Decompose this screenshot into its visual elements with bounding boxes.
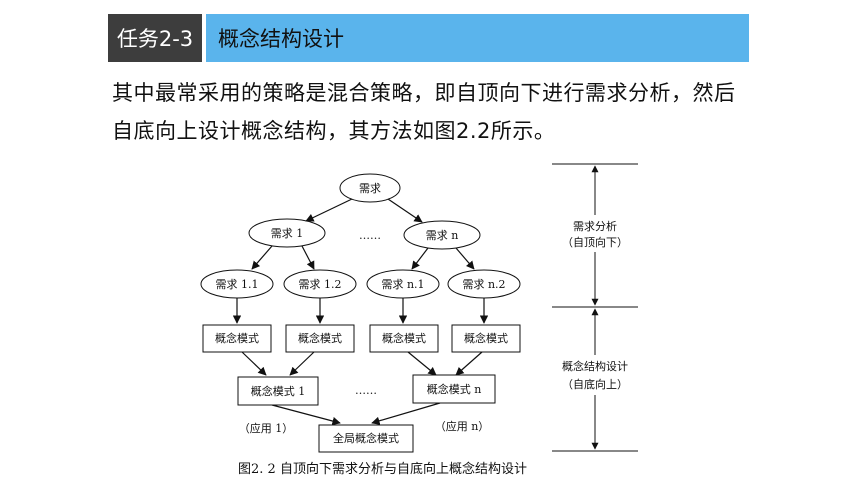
ellipsis-mid: …… xyxy=(355,384,377,397)
node-schema-n-label: 概念模式 n xyxy=(427,382,482,396)
node-schema-n-1-label: 概念模式 xyxy=(382,331,426,345)
node-schema-1 xyxy=(237,376,319,406)
node-requirement-1-2-label: 需求 1.2 xyxy=(299,278,342,291)
node-schema-1-1 xyxy=(202,324,272,353)
node-requirement-1-label: 需求 1 xyxy=(271,227,304,240)
node-schema-n xyxy=(412,374,496,404)
section-title: 概念结构设计 xyxy=(206,14,749,62)
node-global-schema xyxy=(318,424,414,453)
side-bottom-title: 概念结构设计 xyxy=(562,359,628,373)
node-schema-1-1-label: 概念模式 xyxy=(215,331,259,345)
paragraph-line-1: 其中最常采用的策略是混合策略，即自顶向下进行需求分析，然后 xyxy=(112,81,736,105)
node-requirement-1 xyxy=(248,218,326,248)
paragraph-line-2: 自底向上设计概念结构，其方法如图2.2所示。 xyxy=(112,119,556,143)
node-schema-n-2 xyxy=(451,324,521,353)
apply-right-label: （应用 n） xyxy=(435,419,490,433)
node-requirement-root xyxy=(339,173,401,203)
figure-caption: 图2. 2 自顶向下需求分析与自底向上概念结构设计 xyxy=(238,462,527,477)
side-top-sub: （自顶向下） xyxy=(562,235,628,249)
body-paragraph: 其中最常采用的策略是混合策略，即自顶向下进行需求分析，然后 自底向上设计概念结构… xyxy=(112,74,762,150)
node-requirement-n-label: 需求 n xyxy=(426,229,459,242)
side-bracket xyxy=(552,163,638,452)
arrows-top-down xyxy=(232,198,489,426)
apply-left-label: （应用 1） xyxy=(239,421,294,435)
node-requirement-n xyxy=(403,220,481,250)
node-schema-1-2-label: 概念模式 xyxy=(298,331,342,345)
node-global-schema-label: 全局概念模式 xyxy=(333,431,399,445)
node-schema-1-2 xyxy=(285,324,355,353)
side-top-title: 需求分析 xyxy=(573,219,617,233)
node-requirement-n-1-label: 需求 n.1 xyxy=(381,278,424,291)
node-requirement-n-2-label: 需求 n.2 xyxy=(462,278,505,291)
side-bottom-sub: （自底向上） xyxy=(562,377,628,391)
node-schema-n-1 xyxy=(369,324,439,353)
task-label: 任务2-3 xyxy=(108,14,202,62)
ellipsis-top: …… xyxy=(359,229,381,242)
node-requirement-1-1-label: 需求 1.1 xyxy=(216,278,259,291)
node-schema-n-2-label: 概念模式 xyxy=(464,331,508,345)
node-schema-1-label: 概念模式 1 xyxy=(251,384,306,398)
node-requirement-root-label: 需求 xyxy=(359,182,381,195)
